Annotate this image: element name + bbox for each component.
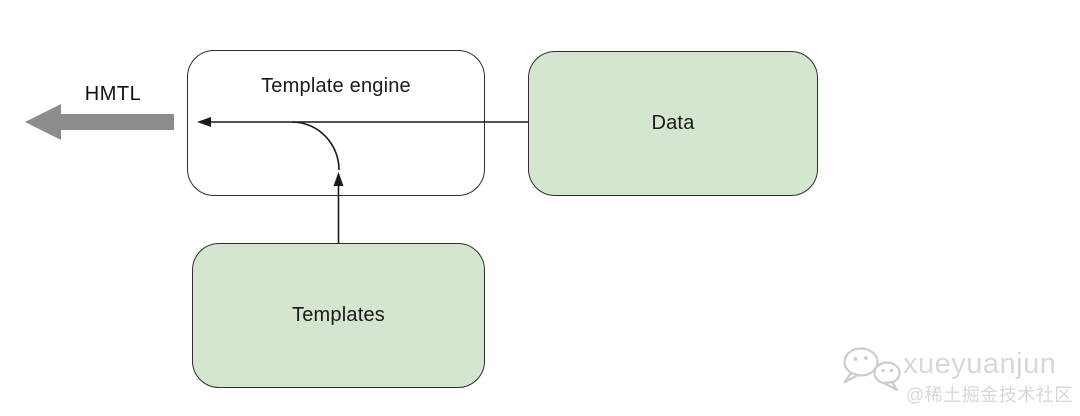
templates-node: Templates	[192, 243, 485, 388]
watermark-handle: xueyuanjun	[903, 348, 1057, 380]
template-engine-label: Template engine	[261, 75, 411, 97]
data-label: Data	[651, 112, 695, 134]
watermark-community: @稀土掘金技术社区	[906, 385, 1073, 405]
template-engine-node: Template engine	[187, 50, 485, 196]
wechat-icon-eyes	[853, 356, 894, 373]
output-block-arrow	[25, 104, 174, 140]
templates-label: Templates	[292, 304, 385, 326]
output-arrow-label: HMTL	[84, 83, 142, 105]
data-node: Data	[528, 51, 818, 196]
wechat-icon	[843, 347, 901, 392]
